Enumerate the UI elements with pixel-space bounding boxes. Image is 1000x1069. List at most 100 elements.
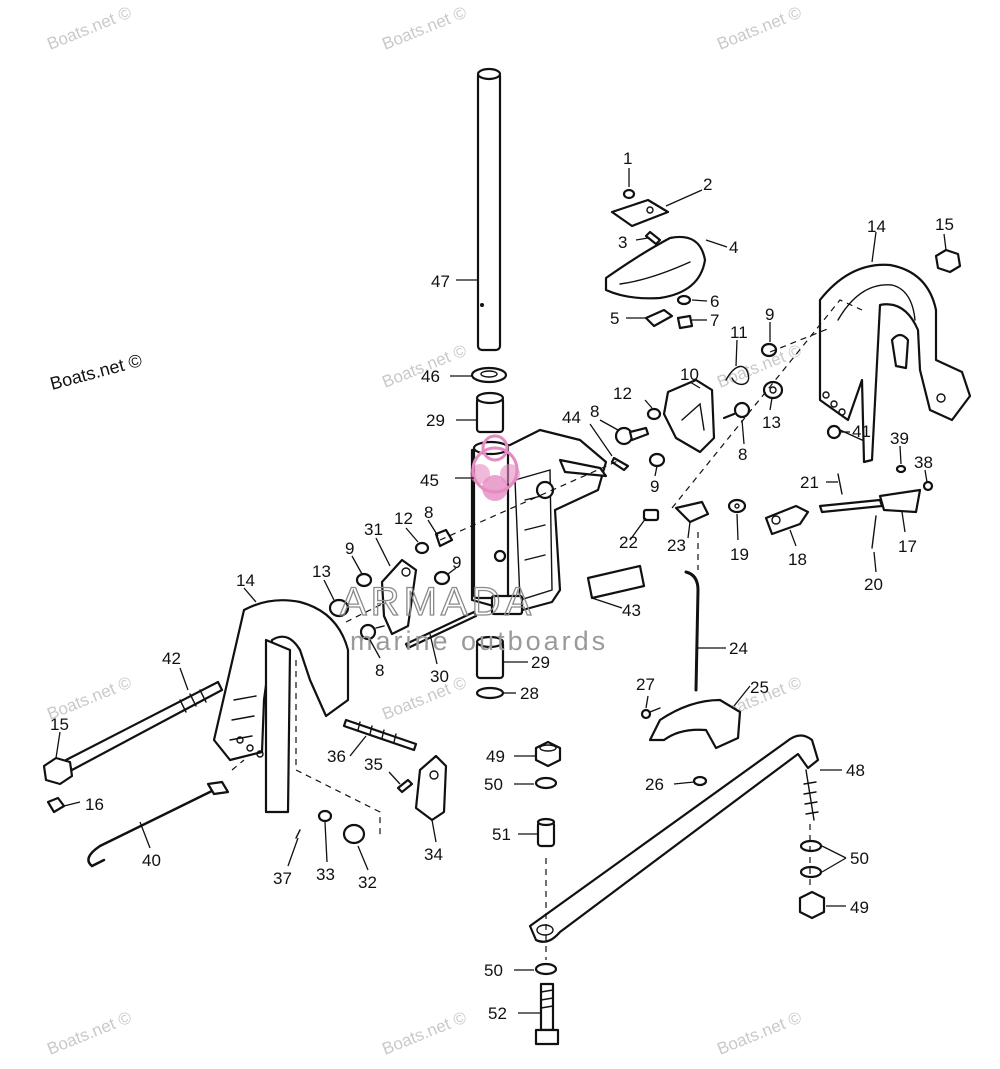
callout-27: 27 <box>636 675 655 694</box>
callout-18: 18 <box>788 550 807 569</box>
bolt-8-right <box>722 401 751 420</box>
washer-13-left <box>328 598 350 618</box>
callout-14-left: 14 <box>236 571 255 590</box>
steering-arm-48 <box>528 734 820 943</box>
tilt-plate-43 <box>586 564 646 600</box>
callout-10: 10 <box>680 365 699 384</box>
callout-36: 36 <box>327 747 346 766</box>
callout-8-left-upper: 8 <box>424 503 433 522</box>
callout-21: 21 <box>800 473 819 492</box>
callout-15-right: 15 <box>935 215 954 234</box>
o-ring-28 <box>475 686 505 700</box>
callout-49-right: 49 <box>850 898 869 917</box>
nut-9-center <box>648 452 666 468</box>
nut-26 <box>692 775 708 787</box>
callout-50-lower: 50 <box>484 961 503 980</box>
callout-52: 52 <box>488 1004 507 1023</box>
callout-45: 45 <box>420 471 439 490</box>
callout-23: 23 <box>667 536 686 555</box>
washer-50-right-b <box>799 865 823 879</box>
watermark-dark: Boats.net © <box>48 350 144 394</box>
watermark: Boats.net © <box>44 3 134 54</box>
washer-50-lower <box>534 962 558 976</box>
callout-35: 35 <box>364 755 383 774</box>
callout-9-left: 9 <box>345 539 354 558</box>
nut-9-left-lower <box>433 570 451 586</box>
pin-35 <box>396 778 414 794</box>
bolt-36 <box>342 718 418 752</box>
callout-5: 5 <box>610 309 619 328</box>
callout-46: 46 <box>421 367 440 386</box>
watermark: Boats.net © <box>714 341 804 392</box>
clip-5 <box>644 308 674 328</box>
pin-37 <box>295 829 301 839</box>
callout-39: 39 <box>890 429 909 448</box>
watermark: Boats.net © <box>379 1008 469 1059</box>
callout-31: 31 <box>364 520 383 539</box>
nut-9-left <box>355 572 373 588</box>
callout-29-lower: 29 <box>531 653 550 672</box>
screw-27 <box>640 707 661 720</box>
friction-band-4 <box>604 235 707 300</box>
bolt-33 <box>317 809 333 823</box>
callout-labels: 1 2 3 4 5 6 7 11 9 10 12 8 8 13 9 44 45 … <box>50 149 954 1023</box>
washer-46 <box>470 366 508 384</box>
callout-26: 26 <box>645 775 664 794</box>
link-18 <box>764 504 810 536</box>
nut-49-upper <box>534 740 562 768</box>
spring-11 <box>725 365 750 385</box>
callout-24: 24 <box>729 639 748 658</box>
spacer-51 <box>536 817 556 848</box>
callout-17: 17 <box>898 537 917 556</box>
bushing-29-upper <box>475 391 505 434</box>
callout-4: 4 <box>729 238 738 257</box>
brand-tagline: marine outboards <box>350 626 608 656</box>
pin-20 <box>871 515 877 549</box>
callout-38: 38 <box>914 453 933 472</box>
watermark: Boats.net © <box>379 3 469 54</box>
lever-23 <box>674 500 710 524</box>
bushing-29-lower <box>475 635 505 680</box>
callout-11: 11 <box>730 323 748 342</box>
callout-43: 43 <box>622 601 641 620</box>
washer-50-upper <box>534 776 558 790</box>
swivel-lock-10 <box>662 378 716 454</box>
nut-49-right <box>798 890 826 920</box>
washer-12-upper <box>646 407 662 421</box>
pin-21 <box>837 473 843 495</box>
clamp-bracket-14-right <box>818 263 972 464</box>
callout-13-right: 13 <box>762 413 781 432</box>
rod-24 <box>684 570 700 692</box>
brand-name: ARMADA <box>340 580 535 624</box>
callout-8-upper: 8 <box>590 402 599 421</box>
leader-lines <box>55 168 947 1014</box>
callout-15-left: 15 <box>50 715 69 734</box>
callout-12-left: 12 <box>394 509 413 528</box>
washer-19 <box>727 498 747 514</box>
callout-12-upper: 12 <box>613 384 632 403</box>
bolt-52 <box>534 982 560 1046</box>
washer-50-right-a <box>799 839 823 853</box>
spacer-22 <box>642 508 660 522</box>
pin-30 <box>404 610 478 650</box>
callout-51: 51 <box>492 825 511 844</box>
callout-44: 44 <box>562 408 581 427</box>
callout-8-left-lower: 8 <box>375 661 384 680</box>
callout-16: 16 <box>85 795 104 814</box>
callout-25: 25 <box>750 678 769 697</box>
callout-13-left: 13 <box>312 562 331 581</box>
callout-8-right: 8 <box>738 445 747 464</box>
callout-22: 22 <box>619 533 638 552</box>
callout-9-left-lower: 9 <box>452 553 461 572</box>
callout-20: 20 <box>864 575 883 594</box>
callout-7: 7 <box>710 311 719 330</box>
screw-16 <box>46 796 66 814</box>
washer-13-right <box>762 380 784 400</box>
callout-29-upper: 29 <box>426 411 445 430</box>
bolt-8-left-lower <box>359 623 385 641</box>
clamp-bracket-14-left <box>212 599 350 814</box>
callout-6: 6 <box>710 292 719 311</box>
watermark: Boats.net © <box>379 673 469 724</box>
watermark: Boats.net © <box>44 1008 134 1059</box>
